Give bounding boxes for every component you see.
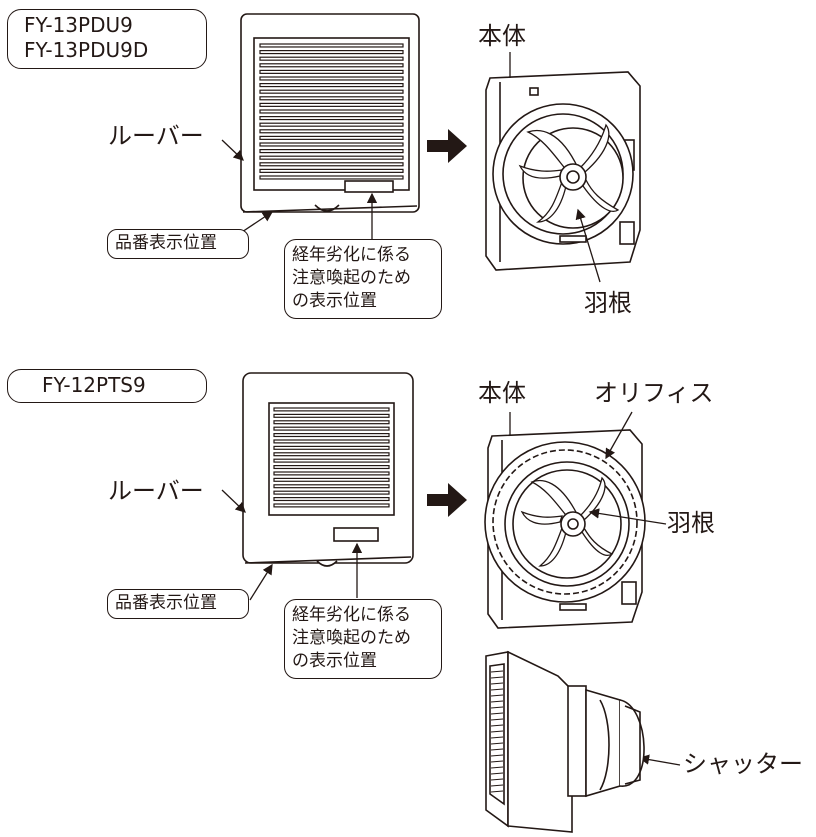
louver-slat [259,115,404,121]
side-slat [490,772,504,775]
louver-slat [259,102,404,107]
side-slat [490,790,504,793]
model-label-1a: FY-13PDU9 [24,13,133,37]
louver-slat [259,76,404,81]
louver-slat [259,175,404,180]
warning-line-1b: 注意喚起のため [292,268,411,288]
louver-slat [259,155,404,160]
warning-line-2c: の表示位置 [292,651,377,671]
side-slat [490,706,504,709]
side-slat [490,724,504,727]
warning-line-2b: 注意喚起のため [292,628,411,648]
louver-slat [273,426,390,431]
label-model-position-2: 品番表示位置 [115,593,217,613]
louver-slat [273,503,390,508]
side-slat [490,736,504,739]
side-slat [490,694,504,697]
model-box-2 [7,369,207,403]
louver-slat [273,439,390,444]
louver-slat [259,89,404,94]
louver-slat [273,413,390,418]
label-louver-1: ルーバー [108,122,204,150]
louver-slat [273,497,390,502]
louver-slat [273,471,390,476]
louver-panel-1 [240,13,420,213]
louver-slat [273,433,390,438]
louver-slat [273,490,390,495]
louver-slat [273,407,390,412]
label-louver-2: ルーバー [108,477,204,505]
warning-box-2 [284,599,442,679]
side-slat [490,784,504,787]
model-label-2: FY-12PTS9 [42,373,146,397]
side-slat [490,766,504,769]
side-slat [490,778,504,781]
arrow-right-2 [427,483,467,517]
louver-slat [259,135,404,140]
side-slat [490,700,504,703]
side-slat [490,712,504,715]
side-slat [490,748,504,751]
louver-slat [273,452,390,457]
louver-slat [259,168,404,173]
side-slat [490,754,504,757]
louver-slat [259,82,404,88]
louver-slat [259,56,404,61]
shutter-side-view [485,650,645,833]
side-slat [490,760,504,763]
louver-slat [273,458,390,463]
label-blade-1: 羽根 [584,289,632,317]
model-position-box-2 [107,589,249,619]
louver-slat [273,420,390,425]
side-slat [490,718,504,721]
label-body-1: 本体 [478,22,526,50]
louver-slat [259,49,404,55]
side-slat [490,742,504,745]
model-box-1 [7,9,207,69]
label-blade-2: 羽根 [667,509,715,537]
louver-slat [259,122,404,127]
louver-slat [259,96,404,101]
louver-slat [273,484,390,489]
louver-slat [259,129,404,134]
louver-slat [273,477,390,482]
louver-slat [259,109,404,114]
louver-slat [259,162,404,167]
label-model-position-1: 品番表示位置 [115,233,217,253]
louver-slat [259,43,404,48]
model-label-1b: FY-13PDU9D [24,38,149,62]
warning-line-2a: 経年劣化に係る [292,605,411,625]
leaders-2 [221,411,681,766]
warning-line-1a: 経年劣化に係る [292,245,411,265]
warning-line-1c: の表示位置 [292,291,377,311]
label-orifice-2: オリフィス [594,379,714,407]
label-body-2: 本体 [478,379,526,407]
side-slat [490,688,504,691]
model-position-box-1 [107,229,249,259]
label-shutter-2: シャッター [683,750,803,778]
fan-blades-2 [520,476,614,567]
side-slat [490,676,504,679]
louver-slat [259,149,404,154]
louver-slat [273,445,390,450]
fan-blades-1 [518,123,620,223]
fan-body-2 [484,429,646,629]
fan-body-1 [485,71,641,271]
warning-box-1 [284,239,442,319]
side-slat [490,682,504,685]
louver-slat [259,142,404,147]
louver-slat [259,63,404,68]
louver-slat [259,69,404,74]
louver-panel-2 [242,372,414,567]
side-slat [490,670,504,673]
side-slat [490,730,504,733]
louver-slat [273,465,390,470]
arrow-right-1 [427,129,467,163]
